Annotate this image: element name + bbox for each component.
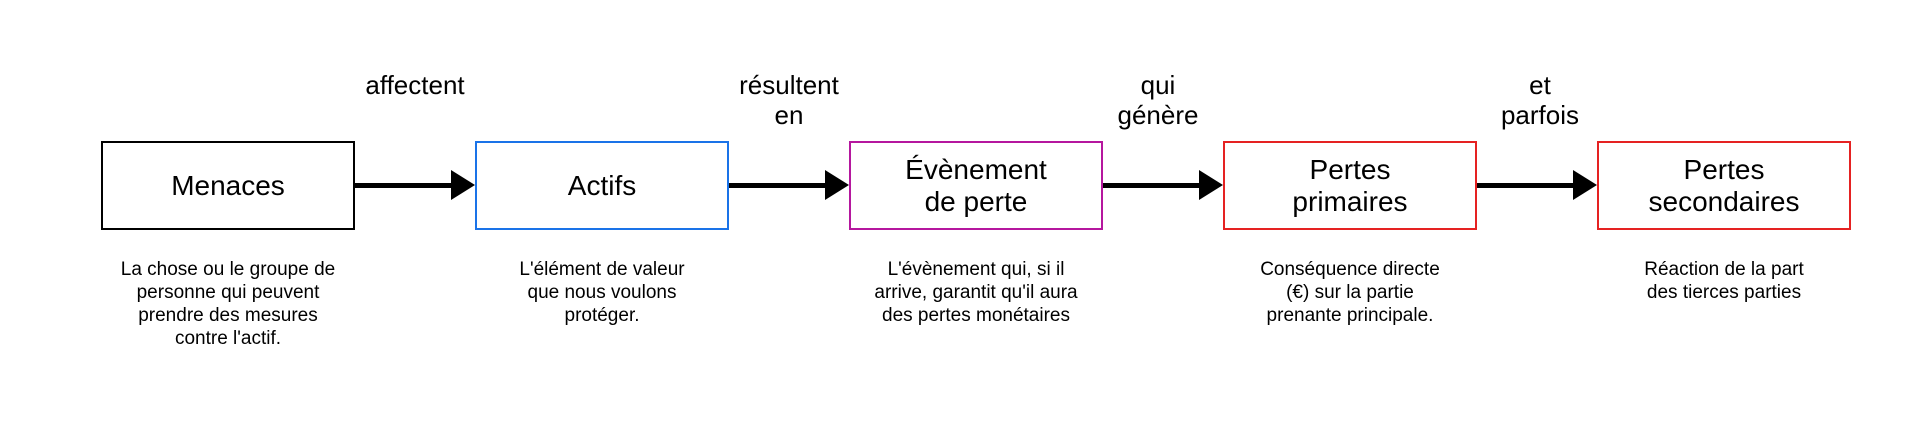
edge-label-qui-genere: qui génère	[1117, 70, 1199, 130]
node-description-pertes-primaires: Conséquence directe (€) sur la partie pr…	[1260, 259, 1440, 326]
node-actifs[interactable]: Actifs	[475, 141, 729, 230]
arrow-evenement-to-pertes-primaires	[1103, 168, 1223, 202]
arrow-actifs-to-evenement	[729, 168, 849, 202]
edge-label-et-parfois: et parfois	[1500, 70, 1580, 130]
arrowhead-icon	[451, 170, 475, 200]
edge-label-resultent-en: résultent en	[739, 70, 839, 130]
edge-label-affectent: affectent	[365, 70, 465, 100]
arrow-menaces-to-actifs	[355, 168, 475, 202]
node-label: Évènement de perte	[905, 153, 1047, 217]
node-description-evenement: L'évènement qui, si il arrive, garantit …	[874, 259, 1078, 326]
arrowhead-icon	[1573, 170, 1597, 200]
node-pertes-primaires[interactable]: Pertes primaires	[1223, 141, 1477, 230]
node-description-menaces: La chose ou le groupe de personne qui pe…	[120, 259, 336, 349]
node-label: Pertes primaires	[1292, 153, 1408, 217]
arrowhead-icon	[1199, 170, 1223, 200]
node-label: Actifs	[567, 169, 637, 201]
node-description-actifs: L'élément de valeur que nous voulons pro…	[519, 259, 685, 326]
node-description-pertes-secondaires: Réaction de la part des tierces parties	[1644, 259, 1804, 303]
node-menaces[interactable]: Menaces	[101, 141, 355, 230]
node-label: Pertes secondaires	[1648, 153, 1800, 217]
node-pertes-secondaires[interactable]: Pertes secondaires	[1597, 141, 1851, 230]
arrow-pertes-primaires-to-secondaires	[1477, 168, 1597, 202]
node-label: Menaces	[171, 169, 285, 201]
arrowhead-icon	[825, 170, 849, 200]
node-evenement-de-perte[interactable]: Évènement de perte	[849, 141, 1103, 230]
